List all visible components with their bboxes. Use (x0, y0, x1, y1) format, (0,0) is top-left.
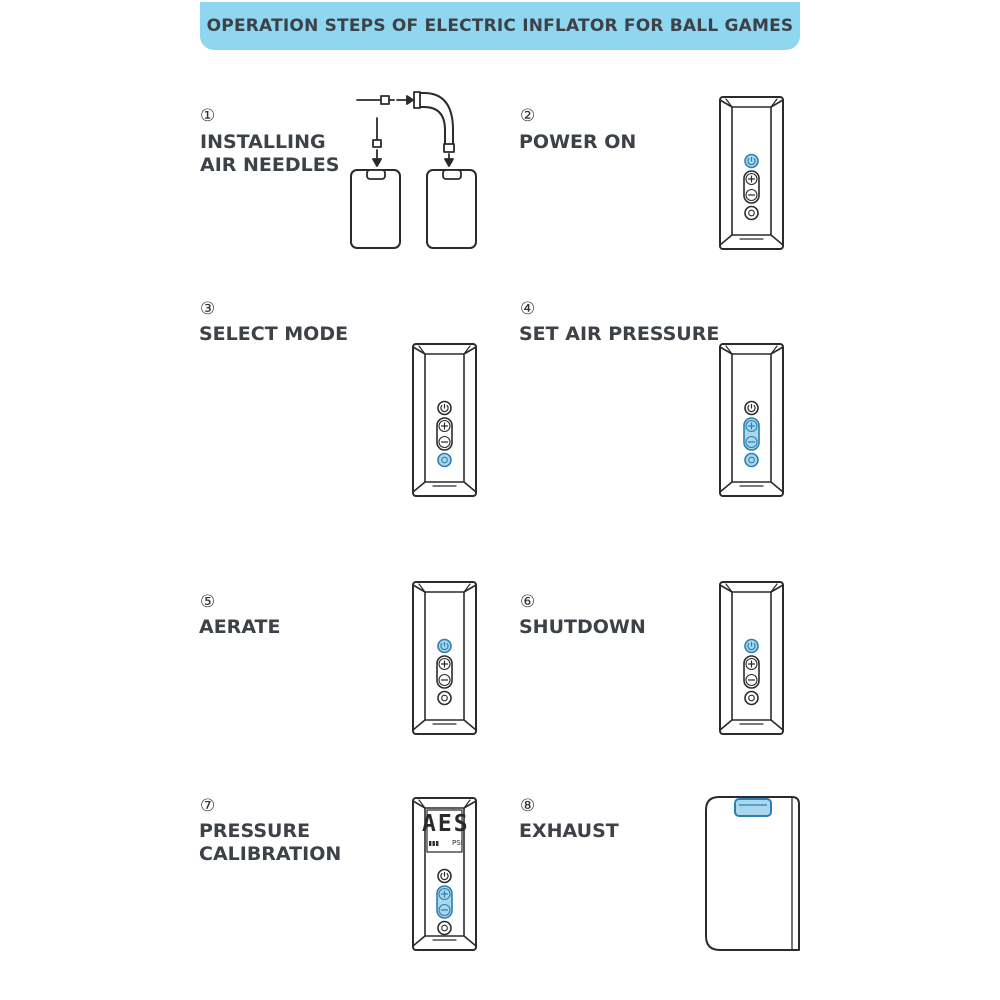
page-title: OPERATION STEPS OF ELECTRIC INFLATOR FOR… (206, 16, 794, 36)
display-reading: AES (422, 811, 470, 837)
step-4-number: ④ (520, 299, 536, 319)
step-1-label-line-2: AIR NEEDLES (200, 154, 340, 176)
step-5-number: ⑤ (200, 592, 216, 612)
step-3-inflator-mode-icon (412, 343, 477, 497)
step-4-label-line-1: SET AIR PRESSURE (519, 323, 720, 345)
step-3-label: SELECT MODE (199, 323, 348, 346)
step-1-number: ① (200, 106, 216, 126)
step-3-label-line-1: SELECT MODE (199, 323, 349, 345)
step-4-inflator-pressure-icon (719, 343, 784, 497)
display-unit: PSI (452, 839, 463, 847)
step-6-inflator-shutdown-icon (719, 581, 784, 735)
step-8-label: EXHAUST (519, 820, 619, 843)
step-7-label-line-1: PRESSURE (199, 820, 311, 842)
step-2-label-line-1: POWER ON (519, 131, 637, 153)
step-4-label: SET AIR PRESSURE (519, 323, 719, 346)
step-1-label: INSTALLING AIR NEEDLES (200, 131, 339, 177)
step-2-number: ② (520, 106, 536, 126)
step-8-label-line-1: EXHAUST (519, 820, 619, 842)
step-7-label-line-2: CALIBRATION (199, 843, 342, 865)
step-8-number: ⑧ (520, 796, 536, 816)
exhaust-valve (734, 798, 772, 817)
step-2-inflator-power-icon (719, 96, 784, 250)
step-7-number: ⑦ (200, 796, 216, 816)
step-6-label-line-1: SHUTDOWN (519, 616, 646, 638)
step-6-label: SHUTDOWN (519, 616, 646, 639)
step-5-label: AERATE (199, 616, 280, 639)
step-5-inflator-aerate-icon (412, 581, 477, 735)
step-2-label: POWER ON (519, 131, 636, 154)
step-3-number: ③ (200, 299, 216, 319)
title-banner: OPERATION STEPS OF ELECTRIC INFLATOR FOR… (200, 2, 800, 50)
step-7-inflator-display-icon (412, 797, 477, 951)
step-1-label-line-1: INSTALLING (200, 131, 326, 153)
step-7-label: PRESSURE CALIBRATION (199, 820, 341, 866)
step-5-label-line-1: AERATE (199, 616, 281, 638)
step-6-number: ⑥ (520, 592, 536, 612)
